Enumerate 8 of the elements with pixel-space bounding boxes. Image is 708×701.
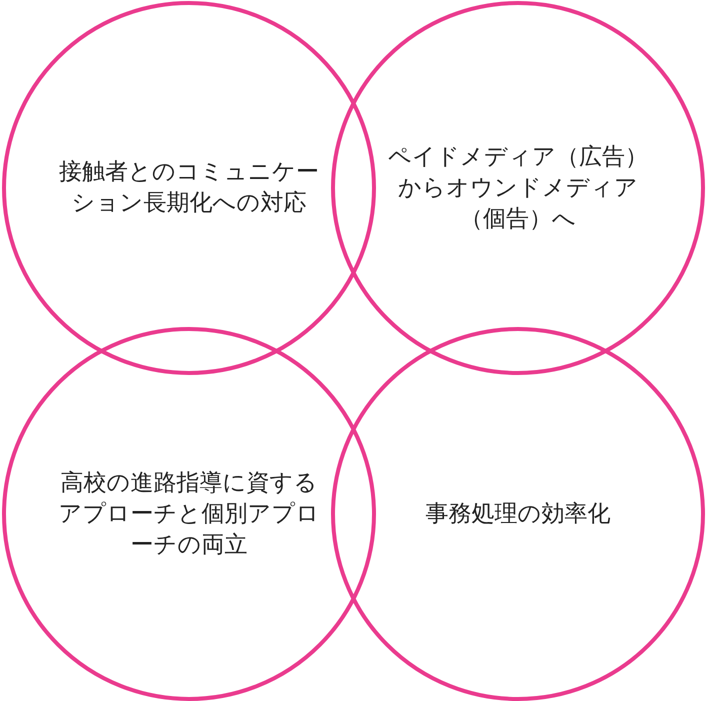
- circle-label: ペイドメディア（広告）からオウンドメディア（個告）へ: [387, 142, 649, 234]
- circle: [331, 1, 705, 375]
- circle: [331, 327, 705, 701]
- circle: [2, 1, 376, 375]
- circle-label: 高校の進路指導に資するアプローチと個別アプローチの両立: [58, 468, 320, 560]
- circle-label: 接触者とのコミュニケーション長期化への対応: [58, 158, 320, 218]
- circle: [2, 327, 376, 701]
- circle-label: 事務処理の効率化: [424, 500, 612, 528]
